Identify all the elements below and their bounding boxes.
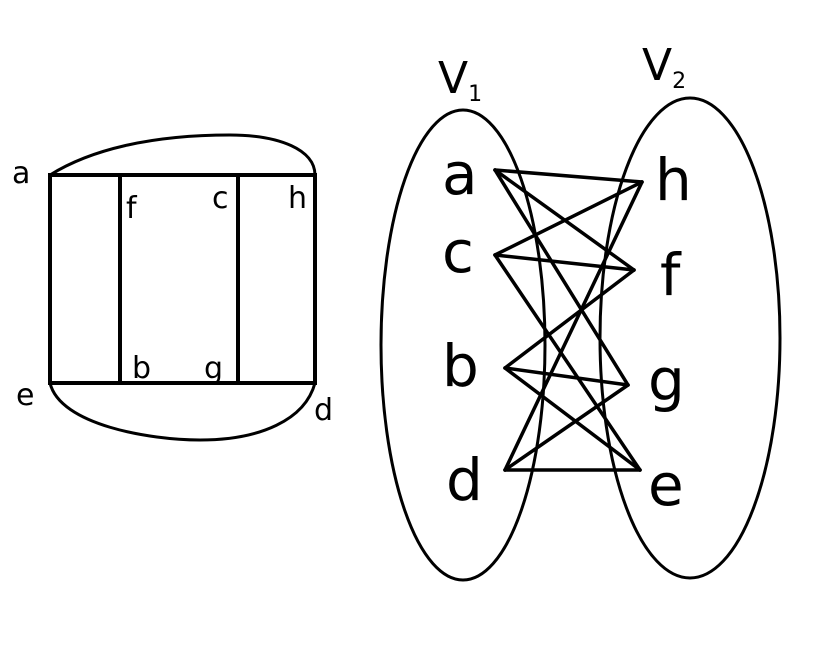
vertex-label-d: d	[314, 393, 333, 428]
vertex-label-e: e	[16, 378, 34, 413]
v1-vertex-d: d	[446, 446, 483, 514]
edge-group	[493, 168, 644, 472]
edge-c-h	[493, 180, 644, 257]
v2-vertex-f: f	[660, 241, 682, 309]
v1-vertex-b: b	[442, 332, 479, 400]
vertex-label-a: a	[12, 156, 30, 191]
v2-vertex-h: h	[655, 146, 692, 214]
edge-d-h	[503, 180, 644, 472]
vertex-label-c: c	[212, 181, 229, 216]
bottom-arc-edge	[48, 381, 317, 442]
vertex-label-b: b	[132, 351, 151, 386]
outer-rectangle	[48, 173, 317, 385]
v1-vertex-a: a	[442, 140, 478, 208]
edge-b-g	[503, 366, 630, 387]
left-graph: a f c h e b g d	[12, 133, 333, 442]
v1-ellipse	[379, 108, 547, 582]
vertex-label-g: g	[204, 351, 223, 386]
top-arc-edge	[48, 133, 317, 177]
v1-set-label: V1	[438, 53, 482, 107]
edge-a-h	[493, 168, 644, 184]
inner-rectangle	[118, 173, 240, 385]
v2-vertex-e: e	[648, 451, 684, 519]
bipartite-graph: V1 V2 a c b d h f g e	[379, 40, 782, 582]
v2-vertex-g: g	[648, 346, 685, 414]
edge-b-f	[503, 268, 636, 370]
edge-c-f	[493, 253, 636, 272]
vertex-label-f: f	[126, 191, 138, 226]
edge-a-g	[493, 168, 630, 387]
v1-vertex-c: c	[442, 218, 474, 286]
edge-d-g	[503, 383, 630, 472]
edge-c-e	[493, 253, 642, 472]
v2-set-label: V2	[642, 40, 686, 94]
edge-b-e	[503, 366, 642, 472]
vertex-label-h: h	[288, 181, 307, 216]
